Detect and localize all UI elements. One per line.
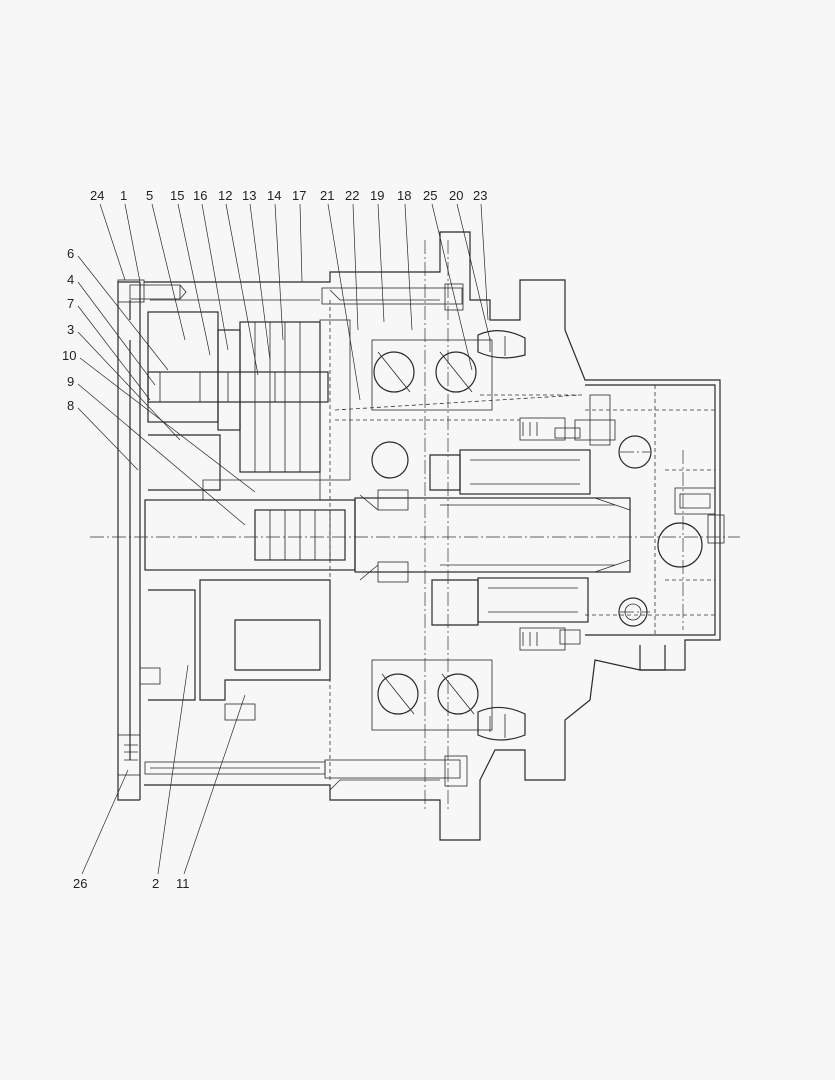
- callout-13: 13: [242, 188, 256, 203]
- bearing-lower-pair: [371, 659, 493, 731]
- callout-18: 18: [397, 188, 411, 203]
- callout-16: 16: [193, 188, 207, 203]
- bolt-bottom: [144, 755, 468, 787]
- callouts-bottom: 26 2 11: [73, 664, 246, 891]
- callout-8: 8: [67, 398, 74, 413]
- shaft-bearings: [359, 441, 409, 583]
- callout-7: 7: [67, 296, 74, 311]
- callout-23: 23: [473, 188, 487, 203]
- callout-25: 25: [423, 188, 437, 203]
- planetary-stage: [147, 311, 351, 501]
- seal-lower: [477, 706, 526, 741]
- hidden-lines: [129, 300, 715, 780]
- callout-6: 6: [67, 246, 74, 261]
- callout-26: 26: [73, 876, 87, 891]
- callout-19: 19: [370, 188, 384, 203]
- callout-2: 2: [152, 876, 159, 891]
- callouts-left: 6 4 7 3 10 9 8: [62, 246, 256, 526]
- callout-3: 3: [67, 322, 74, 337]
- callout-24: 24: [90, 188, 104, 203]
- cylinder-block: [429, 417, 591, 651]
- callout-5: 5: [146, 188, 153, 203]
- bearing-upper-pair: [371, 339, 493, 411]
- main-shaft: [144, 497, 631, 573]
- callout-22: 22: [345, 188, 359, 203]
- center-lines: [90, 240, 740, 810]
- end-cover: [117, 279, 145, 801]
- callout-11: 11: [176, 876, 190, 891]
- callout-15: 15: [170, 188, 184, 203]
- callout-9: 9: [67, 374, 74, 389]
- seal-upper: [477, 330, 526, 359]
- valve-block: [554, 384, 725, 671]
- callout-4: 4: [67, 272, 74, 287]
- callout-20: 20: [449, 188, 463, 203]
- callout-1: 1: [120, 188, 127, 203]
- bolt-top: [129, 283, 464, 311]
- callout-12: 12: [218, 188, 232, 203]
- callout-10: 10: [62, 348, 76, 363]
- callout-17: 17: [292, 188, 306, 203]
- callout-14: 14: [267, 188, 281, 203]
- callouts-top: 24 1 5 15 16 12 13 14 17 21 22 19 18 25 …: [90, 188, 491, 401]
- lower-structure: [139, 579, 331, 721]
- callout-21: 21: [320, 188, 334, 203]
- housing: [144, 231, 721, 841]
